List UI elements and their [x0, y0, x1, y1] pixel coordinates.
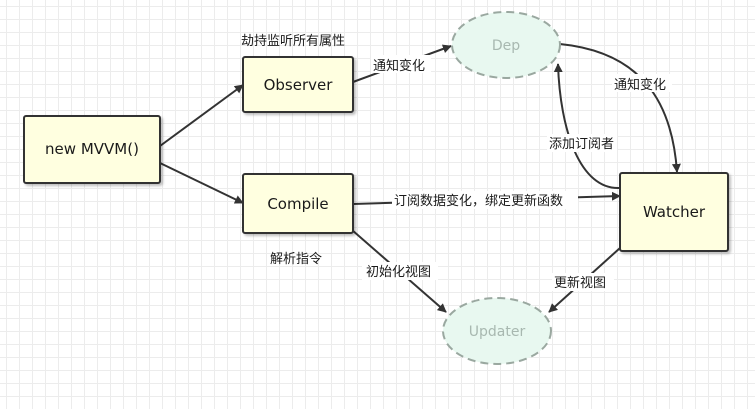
node-dep[interactable]: Dep — [451, 11, 561, 79]
label-compile-to-updater: 初始化视图 — [366, 265, 431, 280]
label-dep-to-watcher: 通知变化 — [614, 77, 666, 93]
node-compile-label: Compile — [267, 195, 328, 213]
node-compile[interactable]: Compile — [242, 173, 354, 234]
node-updater-label: Updater — [469, 324, 526, 340]
node-watcher[interactable]: Watcher — [619, 172, 729, 252]
edge-mvvm-to-observer — [159, 84, 244, 147]
node-observer-label: Observer — [264, 76, 334, 94]
node-dep-label: Dep — [492, 38, 520, 54]
label-watcher-to-updater: 更新视图 — [554, 275, 606, 291]
edge-labels: 劫持监听所有属性 解析指令 通知变化 通知变化 添加订阅者 订阅数据变化，绑定更… — [241, 34, 672, 291]
node-updater[interactable]: Updater — [442, 297, 552, 365]
edge-watcher-to-dep — [553, 63, 621, 190]
edge-mvvm-to-compile — [159, 162, 244, 204]
node-mvvm[interactable]: new MVVM() — [23, 115, 161, 184]
label-compile-to-watcher: 订阅数据变化，绑定更新函数 — [394, 193, 563, 209]
node-watcher-label: Watcher — [643, 203, 706, 221]
compile-caption: 解析指令 — [270, 252, 322, 267]
label-watcher-to-dep: 添加订阅者 — [549, 137, 614, 152]
label-observer-to-dep: 通知变化 — [373, 58, 425, 74]
edge-dep-to-watcher — [559, 43, 681, 173]
node-mvvm-label: new MVVM() — [45, 140, 139, 158]
observer-caption: 劫持监听所有属性 — [241, 34, 345, 49]
node-observer[interactable]: Observer — [242, 56, 354, 113]
